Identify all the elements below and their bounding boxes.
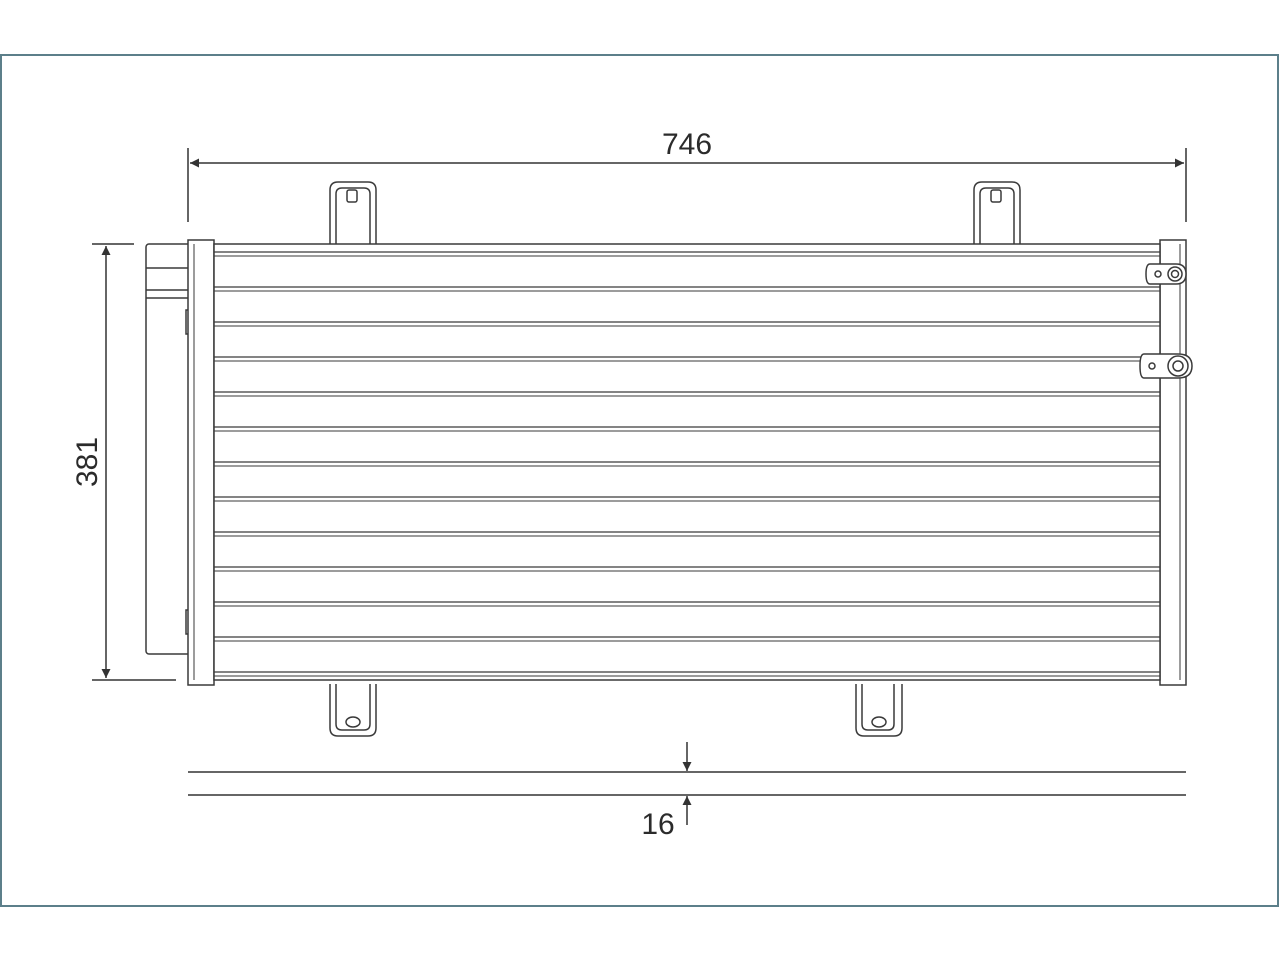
port-lower	[1139, 353, 1193, 379]
width-dimension: 746	[187, 128, 1187, 222]
left-header-tank	[187, 239, 215, 686]
height-dimension: 381	[71, 243, 176, 681]
width-label: 746	[662, 128, 712, 161]
bottom-bracket-right	[855, 684, 903, 737]
core-tubes	[214, 251, 1160, 677]
receiver-dryer	[145, 243, 193, 655]
top-bracket-left	[329, 181, 377, 244]
height-label: 381	[71, 437, 104, 487]
right-header-tank	[1159, 239, 1187, 686]
port-upper	[1145, 263, 1187, 285]
thickness-label: 16	[641, 808, 674, 841]
thickness-dimension: 16	[188, 742, 1186, 841]
bottom-bracket-left	[329, 684, 377, 737]
top-bracket-right	[973, 181, 1021, 244]
